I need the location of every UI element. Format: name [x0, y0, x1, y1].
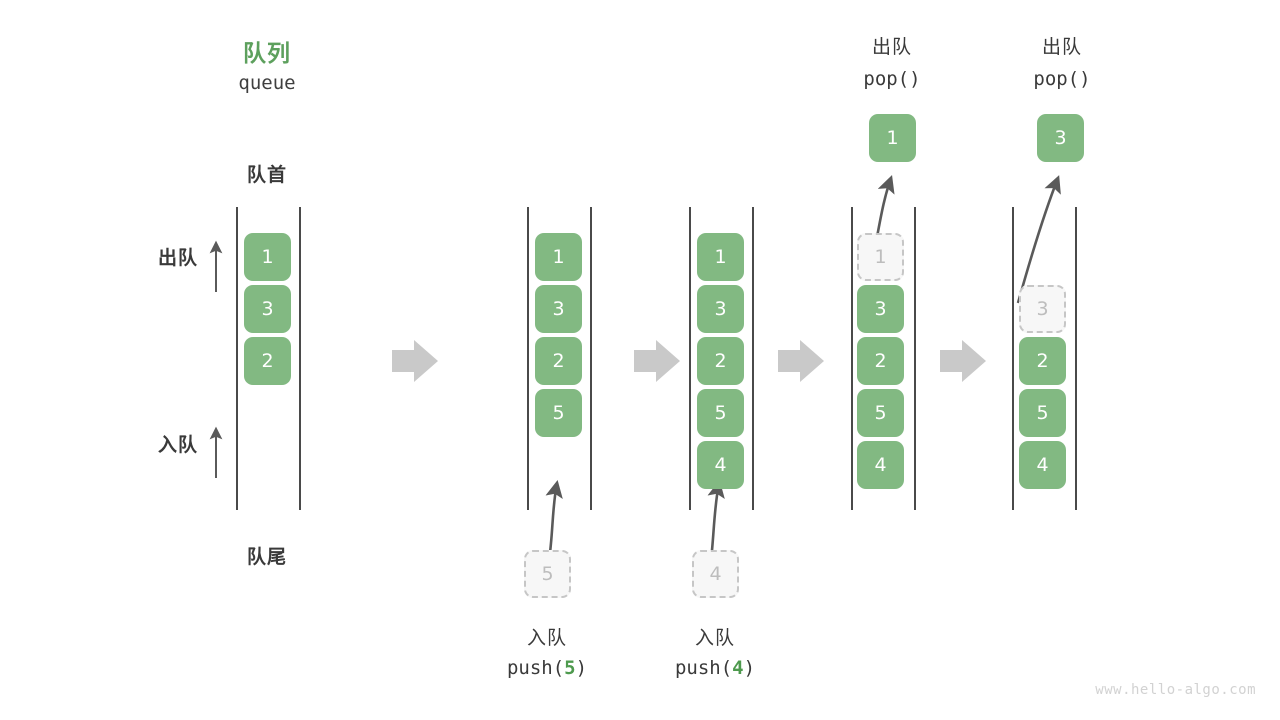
queue-cell: 2: [857, 337, 904, 385]
pending-push-cell: 4: [692, 550, 739, 598]
removed-cell: 3: [1019, 285, 1066, 333]
page-title: 队列: [243, 41, 291, 67]
queue-cell: 1: [535, 233, 582, 281]
queue-rail-right: [590, 207, 592, 510]
push-arg-value: 5: [564, 657, 576, 679]
queue-cell: 5: [535, 389, 582, 437]
queue-tail-label: 队尾: [246, 546, 287, 568]
queue-head-label: 队首: [246, 164, 287, 186]
push-label-cn: 入队: [526, 627, 567, 649]
queue-cell: 5: [1019, 389, 1066, 437]
page-subtitle: queue: [238, 72, 296, 94]
queue-rail-left: [689, 207, 691, 510]
push-arg-value: 4: [732, 657, 744, 679]
queue-cell: 4: [857, 441, 904, 489]
enqueue-label: 入队: [157, 434, 198, 456]
popped-cell: 1: [869, 114, 916, 162]
queue-cell: 1: [244, 233, 291, 281]
push-close-paren: ): [575, 657, 588, 679]
pop-label-code: pop(): [863, 68, 921, 90]
pop-arrow-1: [875, 175, 895, 238]
queue-rail-left: [236, 207, 238, 510]
queue-rail-left: [851, 207, 853, 510]
queue-cell: 2: [244, 337, 291, 385]
queue-rail-left: [527, 207, 529, 510]
queue-cell: 5: [857, 389, 904, 437]
transition-arrow-4: [940, 340, 986, 382]
queue-cell: 2: [1019, 337, 1066, 385]
queue-rail-right: [299, 207, 301, 510]
push-label-cn: 入队: [694, 627, 735, 649]
queue-cell: 3: [244, 285, 291, 333]
queue-rail-left: [1012, 207, 1014, 510]
transition-arrow-1: [392, 340, 438, 382]
push-arrow-4: [707, 479, 725, 561]
transition-arrow-2: [634, 340, 680, 382]
queue-rail-right: [1075, 207, 1077, 510]
queue-cell: 1: [697, 233, 744, 281]
queue-cell: 4: [697, 441, 744, 489]
push-close-paren: ): [743, 657, 756, 679]
removed-cell: 1: [857, 233, 904, 281]
queue-cell: 4: [1019, 441, 1066, 489]
queue-cell: 3: [857, 285, 904, 333]
transition-arrow-3: [778, 340, 824, 382]
queue-cell: 3: [697, 285, 744, 333]
queue-cell: 5: [697, 389, 744, 437]
queue-rail-right: [914, 207, 916, 510]
push-fn-text: push(: [506, 657, 565, 679]
pending-push-cell: 5: [524, 550, 571, 598]
queue-cell: 3: [535, 285, 582, 333]
queue-cell: 2: [535, 337, 582, 385]
pop-label-cn: 出队: [871, 36, 912, 58]
push-arrow-5: [545, 479, 563, 561]
push-fn-text: push(: [674, 657, 733, 679]
push-label-code: push(5): [477, 657, 617, 679]
queue-cell: 2: [697, 337, 744, 385]
dequeue-label: 出队: [157, 247, 198, 269]
push-label-code: push(4): [645, 657, 785, 679]
pop-label-cn: 出队: [1041, 36, 1082, 58]
watermark: www.hello-algo.com: [1095, 682, 1256, 698]
popped-cell: 3: [1037, 114, 1084, 162]
pop-label-code: pop(): [1033, 68, 1091, 90]
queue-rail-right: [752, 207, 754, 510]
